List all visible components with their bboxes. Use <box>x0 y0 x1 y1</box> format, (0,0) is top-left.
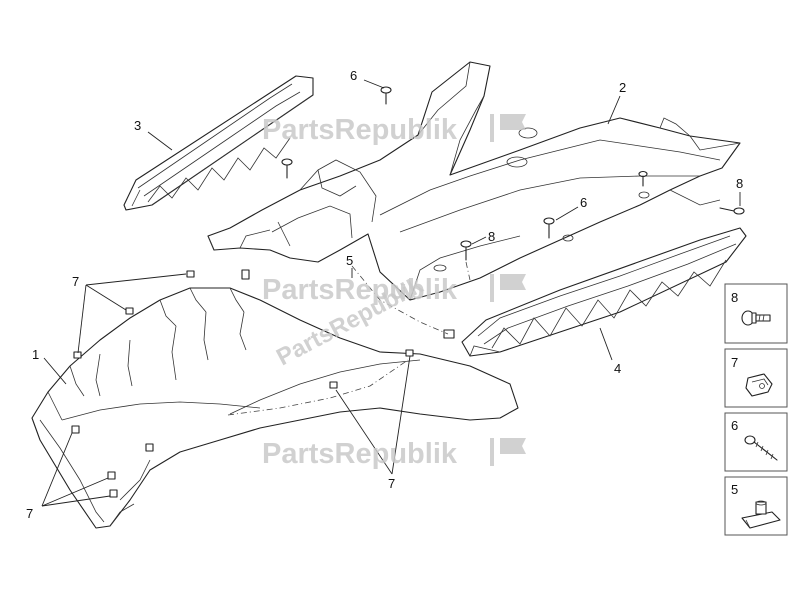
watermark-top: PartsRepublik <box>262 114 526 146</box>
screw-6-mid <box>543 217 555 239</box>
clip-5 <box>241 269 455 339</box>
fastener-legend: 8 7 6 <box>724 283 788 536</box>
legend-item-8: 8 <box>724 283 788 344</box>
legend-number: 8 <box>731 290 738 305</box>
callout-8-mid: 8 <box>488 229 495 244</box>
clips-7-lower <box>71 349 414 498</box>
callout-4: 4 <box>614 361 621 376</box>
screw-8-mid <box>460 240 472 261</box>
fasteners-on-drawing <box>71 86 745 498</box>
leader-lines <box>41 79 741 507</box>
legend-item-7: 7 <box>724 348 788 408</box>
gear-flag-icon <box>500 438 526 454</box>
callout-7-lower-center: 7 <box>388 476 395 491</box>
legend-item-6: 6 <box>724 412 788 472</box>
assembly-lines <box>227 261 471 416</box>
callout-5: 5 <box>346 253 353 268</box>
part-1-lower-panel <box>31 287 519 529</box>
part-3-left-grille <box>123 75 314 211</box>
callout-numbers: 3 2 6 6 8 8 5 4 1 7 7 7 <box>26 68 743 521</box>
part-2-center-cover <box>207 61 741 301</box>
legend-number: 7 <box>731 355 738 370</box>
clip-nut-icon <box>741 500 781 529</box>
watermark-text: PartsRepublik <box>262 114 458 146</box>
clips-7-upper <box>73 270 195 359</box>
legend-number: 6 <box>731 418 738 433</box>
callout-6-top: 6 <box>350 68 357 83</box>
callout-1: 1 <box>32 347 39 362</box>
flange-screw-icon <box>741 310 771 326</box>
gear-flag-icon <box>500 274 526 290</box>
legend-item-5: 5 <box>724 476 788 536</box>
screw-right-small <box>638 170 648 187</box>
screw-center-left <box>281 158 293 179</box>
callout-6-mid: 6 <box>580 195 587 210</box>
screw-8-right <box>719 207 745 215</box>
watermark-lower: PartsRepublik <box>262 438 526 470</box>
callout-7-lower-left: 7 <box>26 506 33 521</box>
spring-clip-icon <box>745 373 773 397</box>
callout-7-upper: 7 <box>72 274 79 289</box>
screw-6-top <box>380 86 392 105</box>
watermark-text: PartsRepublik <box>262 438 458 470</box>
part-4-right-grille <box>461 227 747 357</box>
self-tapping-screw-icon <box>744 435 778 461</box>
watermark-middle: PartsRepublik <box>262 274 526 306</box>
gear-flag-icon <box>500 114 526 130</box>
callout-3: 3 <box>134 118 141 133</box>
callout-2: 2 <box>619 80 626 95</box>
watermark-text: PartsRepublik <box>262 274 458 306</box>
callout-8-right: 8 <box>736 176 743 191</box>
legend-number: 5 <box>731 482 738 497</box>
